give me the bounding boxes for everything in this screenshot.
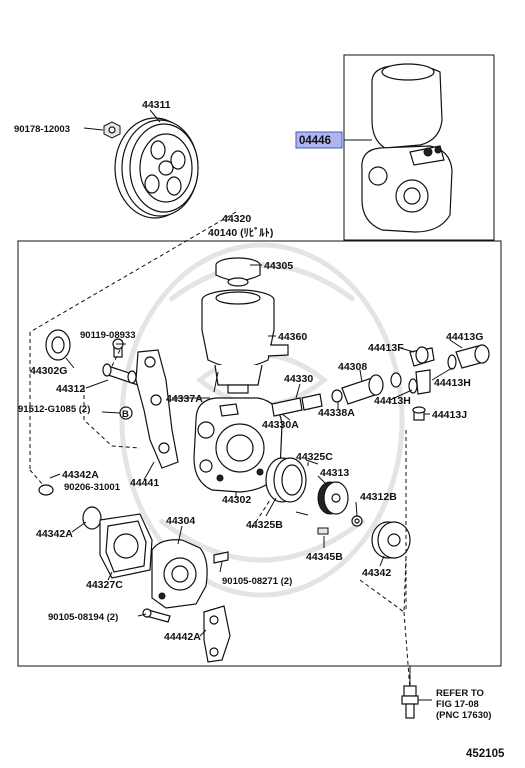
kit-part-number[interactable]: 04446 <box>295 131 343 149</box>
label-B: B <box>122 409 129 420</box>
bracket-44442A <box>203 605 231 663</box>
leader-lines <box>49 109 463 637</box>
label-90206-31001[interactable]: 90206-31001 <box>64 482 121 493</box>
label-90119-08933[interactable]: 90119-08933 <box>80 330 135 341</box>
label-44413F[interactable]: 44413F <box>368 342 404 354</box>
label-44345B[interactable]: 44345B <box>306 551 343 563</box>
label-44327C[interactable]: 44327C <box>86 579 123 591</box>
rotor-44313 <box>317 481 349 515</box>
vanes-44345B <box>317 527 329 535</box>
label-44312B[interactable]: 44312B <box>360 491 397 503</box>
label-44441[interactable]: 44441 <box>130 477 159 489</box>
label-44337A[interactable]: 44337A <box>166 393 203 405</box>
refer-line-3: (PNC 17630) <box>436 710 491 721</box>
plug-44413J <box>412 406 426 421</box>
label-44302[interactable]: 44302 <box>222 494 251 506</box>
union-44308 <box>341 372 402 405</box>
figure-number: 452105 <box>466 748 505 760</box>
reference-connector <box>401 666 432 719</box>
seal-44302G <box>45 329 71 361</box>
dashed-guides <box>29 211 411 691</box>
label-44442A[interactable]: 44442A <box>164 631 201 643</box>
flow-valve-44330 <box>271 389 343 417</box>
label-44304[interactable]: 44304 <box>166 515 195 527</box>
label-44311[interactable]: 44311 <box>142 99 171 111</box>
label-90178-12003[interactable]: 90178-12003 <box>14 124 70 135</box>
cam-ring-44325B <box>265 457 307 503</box>
reservoir-44360 <box>201 289 289 394</box>
assembly-frame <box>17 240 502 667</box>
label-44325C[interactable]: 44325C <box>296 451 333 463</box>
label-44413H-upper[interactable]: 44413H <box>434 377 471 389</box>
bolt-90105-08194 <box>142 608 171 623</box>
label-44302G[interactable]: 44302G <box>30 365 67 377</box>
label-44320[interactable]: 44320 <box>222 213 251 225</box>
pulley-44311 <box>114 117 199 219</box>
label-44313[interactable]: 44313 <box>320 467 349 479</box>
reservoir-cap-44305 <box>215 257 261 287</box>
label-44342A-lower[interactable]: 44342A <box>36 528 73 540</box>
label-44325B[interactable]: 44325B <box>246 519 283 531</box>
bracket-44441 <box>119 349 179 469</box>
label-90105-08271[interactable]: 90105-08271 (2) <box>222 576 292 587</box>
pins-44325C <box>295 459 319 516</box>
bolt-90119 <box>112 338 124 358</box>
refer-line-2: FIG 17-08 <box>436 699 479 710</box>
refer-line-1: REFER TO <box>436 688 484 699</box>
label-44305[interactable]: 44305 <box>264 260 293 272</box>
label-44312[interactable]: 44312 <box>56 383 85 395</box>
label-44342A-upper[interactable]: 44342A <box>62 469 99 481</box>
label-44413J[interactable]: 44413J <box>432 409 467 421</box>
kit-number-text: 04446 <box>299 135 331 147</box>
label-40140[interactable]: 40140 (ﾘﾋﾞﾙﾄ) <box>208 226 273 239</box>
label-44413H-lower[interactable]: 44413H <box>374 395 411 407</box>
washer-44312B <box>351 515 363 527</box>
label-91512-G1085[interactable]: 91512-G1085 (2) <box>18 404 90 415</box>
part-labels: 44311 90178-12003 44320 40140 (ﾘﾋﾞﾙﾄ) 44… <box>14 99 483 643</box>
washers-44413H <box>408 354 457 394</box>
label-44308[interactable]: 44308 <box>338 361 367 373</box>
fitting-44413F <box>409 346 435 395</box>
label-44330A[interactable]: 44330A <box>262 419 299 431</box>
label-44360[interactable]: 44360 <box>278 331 307 343</box>
rear-cover-44342 <box>371 521 411 559</box>
nut-90178 <box>103 121 121 139</box>
kit-pump-assembly-drawing <box>344 63 453 233</box>
kit-inset-frame <box>343 54 495 241</box>
reference-note[interactable]: REFER TO FIG 17-08 (PNC 17630) <box>436 688 491 721</box>
label-44330[interactable]: 44330 <box>284 373 313 385</box>
label-44342[interactable]: 44342 <box>362 567 391 579</box>
label-90105-08194[interactable]: 90105-08194 (2) <box>48 612 118 623</box>
label-44413G[interactable]: 44413G <box>446 331 483 343</box>
o-ring-44342A <box>38 484 102 530</box>
gasket-44327C <box>99 513 153 579</box>
rear-housing-44304 <box>151 539 229 609</box>
label-44338A[interactable]: 44338A <box>318 407 355 419</box>
fitting-44413G <box>455 344 490 369</box>
